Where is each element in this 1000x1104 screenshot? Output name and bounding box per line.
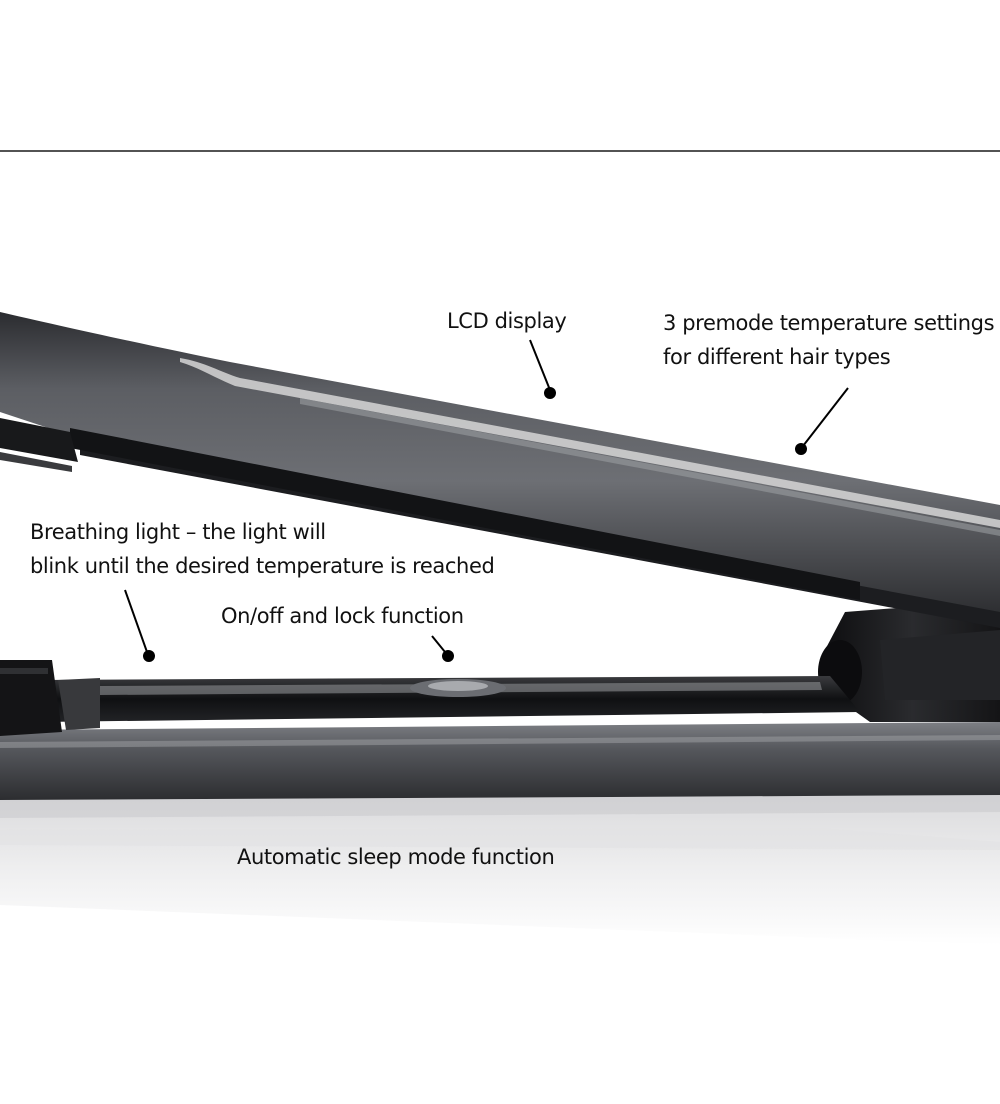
label-onoff-line-1: On/off and lock function [221,604,464,628]
leader-breathing [124,589,155,662]
label-lcd-line-1: LCD display [447,309,567,333]
premode-settings-marker [795,443,807,455]
on-off-marker [442,650,454,662]
lcd-display-marker [544,387,556,399]
lower-arm [0,660,1000,800]
label-breathing-light: Breathing light – the light will blink u… [30,515,495,583]
hinge-block [818,600,1000,722]
label-breathing-line-2: blink until the desired temperature is r… [30,554,495,578]
upper-arm [0,312,1000,628]
label-breathing-line-1: Breathing light – the light will [30,520,326,544]
label-premode-line-2: for different hair types [663,345,891,369]
label-premode-temperature: 3 premode temperature settings for diffe… [663,306,995,374]
label-lcd-display: LCD display [447,304,567,338]
label-on-off-lock: On/off and lock function [221,599,464,633]
label-sleep-mode: Automatic sleep mode function [237,840,555,874]
breathing-light-marker [143,650,155,662]
leader-premode [795,387,849,455]
label-premode-line-1: 3 premode temperature settings [663,311,995,335]
leader-onoff [431,635,454,662]
leader-lcd [529,339,556,399]
label-sleep-line-1: Automatic sleep mode function [237,845,555,869]
